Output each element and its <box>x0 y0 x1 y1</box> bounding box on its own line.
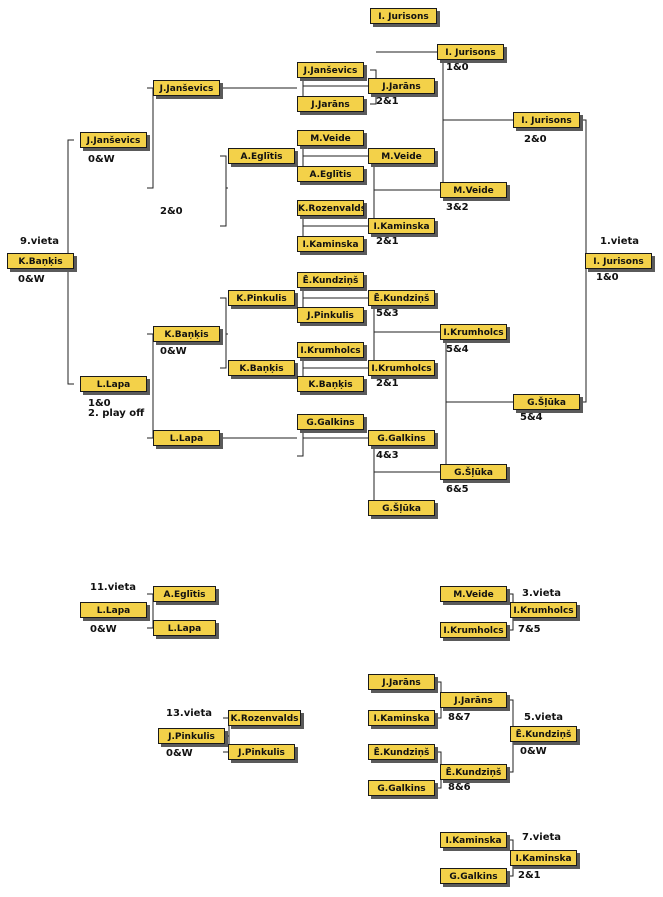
player-box: G.Galkins <box>440 868 507 884</box>
match-score: 2. play off <box>88 408 145 419</box>
player-box: G.Šļūka <box>513 394 580 410</box>
player-box: K.Baņķis <box>7 253 74 269</box>
player-box: I.Kaminska <box>440 832 507 848</box>
match-score: 0&W <box>18 274 45 285</box>
placement-label: 1.vieta <box>600 236 640 247</box>
player-box: Ē.Kundziņš <box>368 744 435 760</box>
player-box: J.Janševics <box>153 80 220 96</box>
match-score: 7&5 <box>518 624 541 635</box>
player-box: J.Janševics <box>80 132 147 148</box>
placement-label: 9.vieta <box>20 236 60 247</box>
placement-label: 11.vieta <box>90 582 136 593</box>
match-score: 0&W <box>88 154 115 165</box>
match-score: 2&1 <box>518 870 541 881</box>
player-box: G.Galkins <box>297 414 364 430</box>
player-box: M.Veide <box>440 586 507 602</box>
player-box: I.Kaminska <box>368 710 435 726</box>
bracket-connector <box>223 717 230 753</box>
player-box: G.Šļūka <box>368 500 435 516</box>
player-box: I. Jurisons <box>585 253 652 269</box>
player-box: L.Lapa <box>153 620 216 636</box>
player-box: Ē.Kundziņš <box>297 272 364 288</box>
player-box: G.Galkins <box>368 430 435 446</box>
player-box: I. Jurisons <box>437 44 504 60</box>
bracket-connector <box>147 333 154 439</box>
player-box: I.Kaminska <box>297 236 364 252</box>
match-score: 8&6 <box>448 782 471 793</box>
player-box: K.Baņķis <box>297 376 364 392</box>
player-box: A.Eglītis <box>297 166 364 182</box>
player-box: J.Pinkulis <box>228 744 295 760</box>
placement-label: 3.vieta <box>522 588 562 599</box>
match-score: 1&0 <box>446 62 469 73</box>
bracket-connector <box>220 297 228 369</box>
match-score: 5&3 <box>376 308 399 319</box>
player-box: J.Jarāns <box>297 96 364 112</box>
match-score: 6&5 <box>446 484 469 495</box>
player-box: Ē.Kundziņš <box>440 764 507 780</box>
bracket-connector <box>147 593 154 629</box>
match-score: 0&W <box>160 346 187 357</box>
bracket-connector <box>368 437 440 509</box>
player-box: J.Pinkulis <box>158 728 225 744</box>
player-box: K.Rozenvalds <box>297 200 364 216</box>
player-box: A.Eglītis <box>228 148 295 164</box>
player-box: L.Lapa <box>80 602 147 618</box>
player-box: I.Krumholcs <box>368 360 435 376</box>
player-box: K.Baņķis <box>228 360 295 376</box>
player-box: L.Lapa <box>153 430 220 446</box>
player-box: I.Krumholcs <box>440 324 507 340</box>
match-score: 2&1 <box>376 378 399 389</box>
bracket-connector <box>368 155 440 227</box>
placement-label: 7.vieta <box>522 832 562 843</box>
player-box: I. Jurisons <box>370 8 437 24</box>
player-box: I.Kaminska <box>510 850 577 866</box>
player-box: I.Krumholcs <box>297 342 364 358</box>
player-box: J.Jarāns <box>368 78 435 94</box>
player-box: I.Krumholcs <box>510 602 577 618</box>
match-score: 5&4 <box>446 344 469 355</box>
placement-label: 13.vieta <box>166 708 212 719</box>
match-score: 2&1 <box>376 96 399 107</box>
player-box: A.Eglītis <box>153 586 216 602</box>
player-box: J.Pinkulis <box>297 307 364 323</box>
player-box: M.Veide <box>440 182 507 198</box>
player-box: K.Pinkulis <box>228 290 295 306</box>
player-box: I. Jurisons <box>513 112 580 128</box>
player-box: I.Krumholcs <box>440 622 507 638</box>
player-box: G.Galkins <box>368 780 435 796</box>
bracket-connector <box>147 87 154 189</box>
match-score: 0&W <box>90 624 117 635</box>
player-box: Ē.Kundziņš <box>368 290 435 306</box>
bracket-connector <box>220 155 228 227</box>
match-score: 8&7 <box>448 712 471 723</box>
player-box: L.Lapa <box>80 376 147 392</box>
match-score: 3&2 <box>446 202 469 213</box>
player-box: Ē.Kundziņš <box>510 726 577 742</box>
player-box: K.Rozenvalds <box>228 710 301 726</box>
match-score: 5&4 <box>520 412 543 423</box>
player-box: J.Jarāns <box>368 674 435 690</box>
placement-label: 5.vieta <box>524 712 564 723</box>
player-box: M.Veide <box>297 130 364 146</box>
match-score: 2&1 <box>376 236 399 247</box>
player-box: J.Jarāns <box>440 692 507 708</box>
match-score: 1&0 <box>596 272 619 283</box>
player-box: I.Kaminska <box>368 218 435 234</box>
match-score: 1&0 <box>88 398 111 409</box>
match-score: 4&3 <box>376 450 399 461</box>
match-score: 0&W <box>166 748 193 759</box>
match-score: 2&0 <box>160 206 183 217</box>
player-box: G.Šļūka <box>440 464 507 480</box>
player-box: K.Baņķis <box>153 326 220 342</box>
player-box: J.Janševics <box>297 62 364 78</box>
match-score: 2&0 <box>524 134 547 145</box>
match-score: 0&W <box>520 746 547 757</box>
player-box: M.Veide <box>368 148 435 164</box>
